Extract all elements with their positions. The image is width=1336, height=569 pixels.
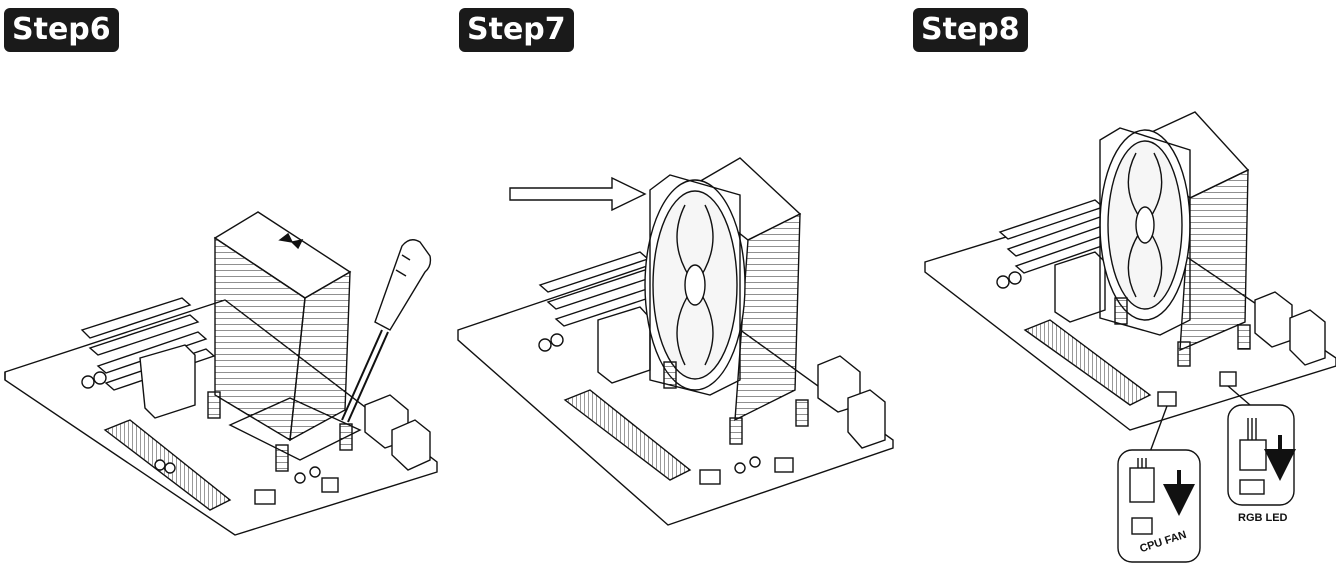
step7-illustration — [457, 157, 894, 526]
rgb-led-label: RGB LED — [1238, 512, 1288, 524]
cpu-fan-pins — [1131, 517, 1153, 535]
heatsink-fins-right — [289, 270, 351, 442]
chipset — [1054, 251, 1106, 323]
screw — [1237, 324, 1251, 350]
cpu-fan-header — [1157, 391, 1177, 407]
fan-header — [321, 477, 339, 493]
screw — [663, 361, 677, 389]
fan-header — [774, 457, 794, 473]
fan-bracket — [649, 174, 741, 396]
fan-bracket — [1099, 127, 1191, 336]
screw — [729, 417, 743, 445]
screwdriver — [341, 239, 432, 423]
screw — [795, 399, 809, 427]
rgb-connector — [1239, 439, 1267, 471]
screw — [275, 444, 289, 472]
fan-header — [254, 489, 276, 505]
ram-slots — [538, 251, 666, 327]
fan-blades — [676, 204, 714, 366]
step6-illustration — [4, 211, 438, 536]
step8-illustration — [924, 111, 1336, 563]
chipset — [597, 306, 651, 384]
chipset — [139, 344, 196, 419]
heatsink-fins — [1179, 168, 1249, 352]
rgb-pins — [1239, 479, 1265, 495]
cpu-fan-connector — [1129, 467, 1155, 503]
screw — [1177, 341, 1191, 367]
heatsink-fins — [734, 212, 801, 422]
screw — [207, 391, 221, 419]
screw — [1114, 297, 1128, 325]
step-8-badge: Step8 — [913, 8, 1028, 52]
step-7-badge: Step7 — [459, 8, 574, 52]
direction-arrow — [509, 176, 647, 212]
rgb-header — [1219, 371, 1237, 387]
ram-slots — [998, 199, 1121, 274]
logo-mark — [278, 232, 304, 250]
step-6-badge: Step6 — [4, 8, 119, 52]
fan-blades — [1127, 152, 1163, 298]
fan-header — [699, 469, 721, 485]
